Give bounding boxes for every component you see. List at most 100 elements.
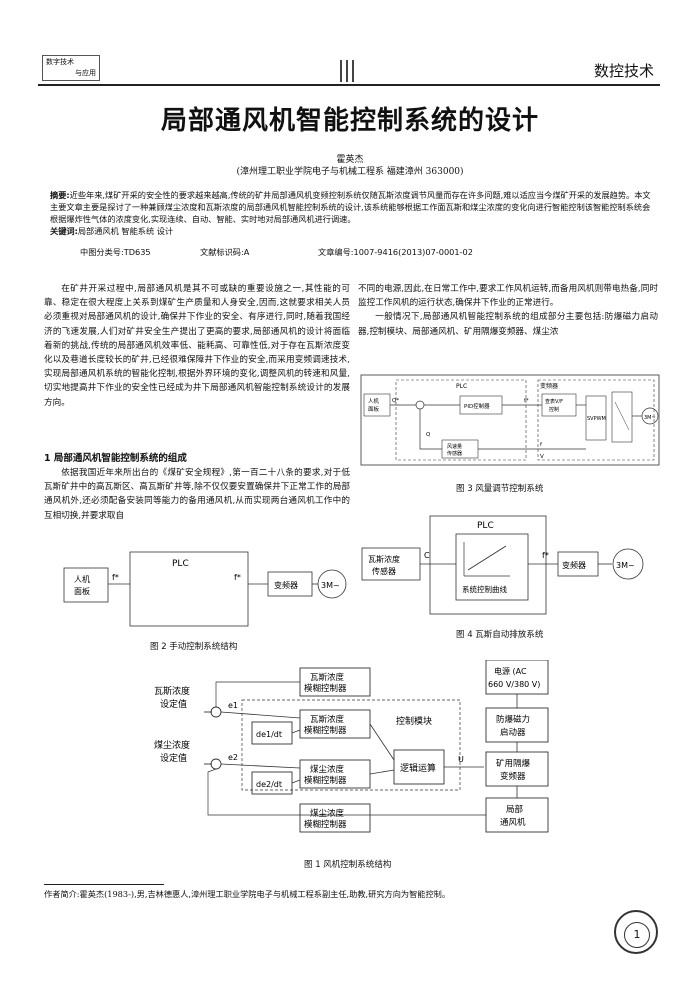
fig3-frame <box>360 374 660 466</box>
fig3-converter-box <box>537 379 655 461</box>
fig1-fuzzy-dust-mid-line1: 煤尘浓度 <box>310 764 345 775</box>
journal-logo: 数字技术 与应用 <box>42 55 100 81</box>
fig4-motor-label: 3M~ <box>616 561 635 570</box>
article-number: 文章编号:1007-9416(2013)07-0001-02 <box>318 247 473 257</box>
fig4-sensor-line1: 瓦斯浓度 <box>368 554 400 564</box>
fig3-svpwm-label: SVPWM <box>587 416 606 422</box>
fig1-fuzzy-dust-mid-line2: 模糊控制器 <box>304 775 347 786</box>
fig1-module-label: 控制模块 <box>396 715 432 727</box>
left-column-p1: 在矿井开采过程中,局部通风机是其不可或缺的重要设施之一,其性能的可靠、稳定在很大… <box>44 282 350 410</box>
abstract-text: 近些年来,煤矿开采的安全性的要求越来越高,传统的矿井局部通风机变频控制系统仅随瓦… <box>50 190 651 224</box>
keywords: 局部通风机 智能系统 设计 <box>77 226 174 236</box>
page-number: 1 <box>624 922 650 948</box>
fig3-motor-label: 3M~ <box>644 415 656 421</box>
paragraph: 一般情况下,局部通风机智能控制系统的组成部分主要包括:防爆磁力启动器,控制模块、… <box>358 312 658 337</box>
fig3-motor <box>641 407 659 425</box>
fig1-fuzzy-gas-top-line1: 瓦斯浓度 <box>310 672 345 683</box>
fig1-de1-label: de1/dt <box>256 730 282 739</box>
fig1-fuzzy-dust-bot-line1: 煤尘浓度 <box>310 808 345 819</box>
fig1-e2-label: e2 <box>228 753 238 762</box>
fig1-de2-label: de2/dt <box>256 780 282 789</box>
fig1-fuzzy-dust-bot-line2: 模糊控制器 <box>304 819 347 830</box>
fig4-curve-label: 系统控制曲线 <box>462 584 507 594</box>
fig1-feedback-line <box>215 681 300 707</box>
fig1-gas-set-line2: 设定值 <box>160 698 187 710</box>
fig1-dust-set-line2: 设定值 <box>160 752 187 764</box>
figure-1-caption: 图 1 风机控制系统结构 <box>304 860 392 870</box>
fig1-dust-set-line1: 煤尘浓度 <box>154 739 190 751</box>
fig1-fuzzy-gas-mid-line2: 模糊控制器 <box>304 725 347 736</box>
clc-number: 中图分类号:TD635 <box>80 247 151 257</box>
fig3-vf-line2: 控制 <box>549 406 559 413</box>
fig1-power-line1: 电源 (AC <box>494 666 527 676</box>
fig1-fan-line2: 通风机 <box>500 817 526 828</box>
fig2-panel-line2: 面板 <box>74 586 90 596</box>
fig1-vfd-line2: 变频器 <box>500 771 526 782</box>
fig2-f2-label: f* <box>234 573 241 582</box>
fig1-arrow <box>220 711 301 719</box>
fig1-fuzzy-dust-bot <box>299 803 371 833</box>
fig4-control-curve <box>467 545 507 571</box>
fig3-panel-line1: 人机 <box>368 397 380 405</box>
paragraph: 依据我国近年来所出台的《煤矿安全规程》,第一百二十八条的要求,对于低瓦斯矿井中的… <box>44 468 350 521</box>
fig1-arrow <box>291 779 301 784</box>
fig3-q-label: Q <box>426 432 431 438</box>
fig2-converter-label: 变频器 <box>274 580 298 590</box>
fig3-plc-box <box>395 379 527 461</box>
section-name: 数控技术 <box>593 62 654 80</box>
page-number-badge: 1 <box>614 910 658 954</box>
footnote-rule <box>44 884 164 885</box>
author: 霍英杰 <box>336 155 364 165</box>
fig4-c-label: C <box>424 551 430 560</box>
fig1-logic-label: 逻辑运算 <box>400 762 436 774</box>
fig3-vf-line1: 查表V/F <box>545 398 563 405</box>
fig3-f-star: f* <box>524 398 529 404</box>
fig1-starter-line2: 启动器 <box>500 727 526 738</box>
figure-3-caption: 图 3 风量调节控制系统 <box>456 484 544 494</box>
fig1-gas-set-line1: 瓦斯浓度 <box>154 685 190 697</box>
fig4-converter-label: 变频器 <box>562 560 586 570</box>
figure-4-caption: 图 4 瓦斯自动排放系统 <box>456 630 544 640</box>
fig2-motor-label: 3M~ <box>321 581 340 590</box>
header-rule <box>38 84 660 86</box>
fig1-fuzzy-gas-mid-line1: 瓦斯浓度 <box>310 714 345 725</box>
paragraph: 在矿井开采过程中,局部通风机是其不可或缺的重要设施之一,其性能的可靠、稳定在很大… <box>44 284 350 408</box>
fig3-converter-label: 变频器 <box>540 382 558 390</box>
fig1-vfd-line1: 矿用隔爆 <box>496 758 531 769</box>
abstract-label: 摘要: <box>50 190 70 200</box>
fig1-sum-junction-1 <box>210 706 222 718</box>
fig1-control-module <box>241 699 461 791</box>
paper-title: 局部通风机智能控制系统的设计 <box>160 106 539 136</box>
header-divider <box>346 60 348 82</box>
fig1-arrow <box>369 769 395 775</box>
fig4-fstar-label: f* <box>542 551 549 560</box>
fig1-u-label: U <box>458 755 464 764</box>
fig2-motor <box>317 569 347 599</box>
paragraph: 不同的电源,因此,在日常工作中,要求工作风机运转,而备用风机则带电热备,同时监控… <box>358 284 658 309</box>
fig1-feedback-line <box>207 768 486 816</box>
fig3-inverter-symbol <box>614 401 630 431</box>
fig1-power-line2: 660 V/380 V) <box>488 680 540 689</box>
abstract: 摘要:近些年来,煤矿开采的安全性的要求越来越高,传统的矿井局部通风机变频控制系统… <box>50 189 652 237</box>
fig2-plc-label: PLC <box>172 559 189 569</box>
fig1-arrow <box>220 763 301 769</box>
fig2-f1-label: f* <box>112 573 119 582</box>
fig4-curve-box <box>455 533 529 601</box>
fig1-starter-line1: 防爆磁力 <box>496 714 530 725</box>
fig3-f-label: f <box>540 442 543 448</box>
header-divider <box>340 60 342 82</box>
figure-4-diagram: PLC 瓦斯浓度 传感器 C 系统控制曲线 f* 变频器 3M~ <box>361 515 644 615</box>
fig2-panel-line1: 人机 <box>74 574 90 584</box>
fig1-arrow <box>291 729 301 734</box>
left-column-p2: 依据我国近年来所出台的《煤矿安全规程》,第一百二十八条的要求,对于低瓦斯矿井中的… <box>44 466 350 523</box>
header-divider <box>352 60 354 82</box>
doc-code: 文献标识码:A <box>200 247 250 257</box>
logo-line2: 与应用 <box>75 69 96 77</box>
fig4-plc-label: PLC <box>477 521 494 531</box>
logo-line1: 数字技术 <box>46 58 74 66</box>
fig1-e1-label: e1 <box>228 701 238 710</box>
fig1-fan-line1: 局部 <box>506 804 524 815</box>
fig3-v-label: V <box>540 454 544 460</box>
fig3-summing-junction <box>415 400 425 410</box>
fig3-feedback-line <box>419 409 442 450</box>
